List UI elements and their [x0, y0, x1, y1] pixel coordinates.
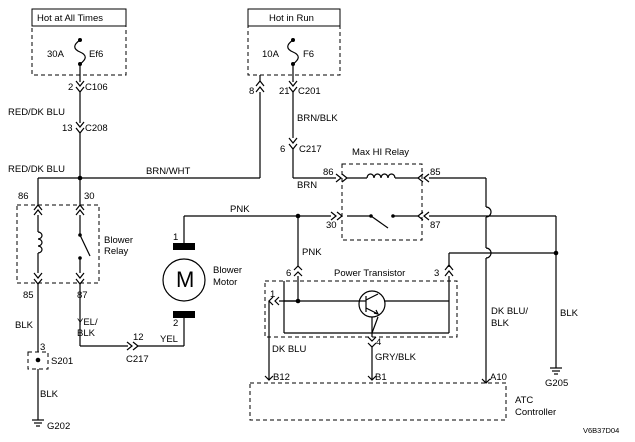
- max-hi-relay-label-bg: [350, 144, 418, 158]
- wire-gry-blk: GRY/BLK: [375, 352, 417, 363]
- blower-motor-pin-2: 2: [173, 318, 178, 329]
- connector-c217-bottom-label: C217: [126, 354, 149, 365]
- atc-controller-box: [249, 382, 507, 421]
- ground-g205-icon: [550, 367, 562, 375]
- blower-motor-symbol: M: [176, 267, 194, 292]
- wire-brn-blk: BRN/BLK: [297, 113, 338, 124]
- max-hi-relay-box: [341, 163, 423, 241]
- wire-blk-left-lower: BLK: [40, 389, 59, 400]
- connector-c208-pin: 13: [62, 123, 73, 134]
- connector-c208-symbol: [75, 121, 85, 134]
- fuse-ef6: [74, 38, 86, 66]
- blower-relay-label-2: Relay: [104, 246, 129, 257]
- power-transistor-symbol: [358, 290, 386, 318]
- atc-pin-b1: B1: [375, 372, 387, 383]
- wire-yel-blk-1: YEL/: [77, 317, 98, 328]
- fuse-block-left: [31, 25, 127, 76]
- connector-c201-label: C201: [298, 86, 321, 97]
- max-hi-relay-pin-30: 30: [326, 220, 337, 231]
- blower-relay-pin-86: 86: [18, 191, 29, 202]
- max-hi-relay-coil: [366, 173, 396, 179]
- wire-blk-left-upper: BLK: [15, 320, 34, 331]
- ground-g205-label: G205: [545, 378, 568, 389]
- connector-c217-bottom-symbol: [126, 341, 139, 351]
- hot-in-run-label: Hot in Run: [269, 13, 314, 24]
- blower-relay-coil: [37, 231, 43, 254]
- connector-c201-pin21-symbol: [288, 80, 298, 93]
- connector-c217-top-pin: 6: [280, 144, 285, 155]
- wire-brn: BRN: [297, 180, 317, 191]
- fuse-f6-name: F6: [303, 49, 314, 60]
- connector-c217-top-label: C217: [299, 144, 322, 155]
- fuse-ef6-name: Ef6: [89, 49, 103, 60]
- max-hi-relay-pin-85: 85: [430, 167, 441, 178]
- ground-g202-label: G202: [47, 421, 70, 432]
- connector-c201-pin-8: 8: [249, 86, 254, 97]
- splice-s201-label: S201: [51, 356, 73, 367]
- wire-yel-blk-2: BLK: [77, 328, 96, 339]
- connector-c201-pin-21: 21: [279, 86, 290, 97]
- wire-dk-blu: DK BLU: [272, 344, 306, 355]
- blower-relay-box: [16, 204, 100, 284]
- blower-relay-pin-30: 30: [84, 191, 95, 202]
- power-transistor-pin-6: 6: [286, 268, 291, 279]
- splice-s201-box: [27, 351, 49, 370]
- fuse-f6: [287, 38, 299, 66]
- max-hi-relay-switch: [370, 215, 389, 229]
- blower-motor-brush-top: [173, 243, 195, 250]
- blower-motor-pin-1: 1: [173, 232, 178, 243]
- fuse-f6-rating: 10A: [262, 49, 280, 60]
- power-transistor-box: [264, 280, 458, 338]
- atc-controller-label-1: ATC: [515, 395, 533, 406]
- fuse-ef6-rating: 30A: [47, 49, 65, 60]
- wire-brn-wht: BRN/WHT: [146, 166, 191, 177]
- connector-c201-pin8-symbol: [255, 80, 265, 93]
- splice-s201-pin: 3: [40, 342, 45, 353]
- blower-motor-label-1: Blower: [213, 265, 242, 276]
- hot-all-times-label-box: [31, 8, 127, 27]
- blower-relay-pin-87: 87: [77, 290, 88, 301]
- power-transistor-pin-1: 1: [270, 289, 275, 300]
- hot-all-times-label: Hot at All Times: [37, 13, 103, 24]
- blower-motor-brush-bottom: [173, 311, 195, 318]
- blower-relay-pin-85: 85: [23, 290, 34, 301]
- wire-blk-right: BLK: [560, 308, 579, 319]
- wire-dk-blu-blk-1: DK BLU/: [491, 306, 528, 317]
- max-hi-relay-pin-86: 86: [323, 167, 334, 178]
- wire-yel: YEL: [160, 334, 178, 345]
- blower-relay-switch: [79, 234, 91, 257]
- connector-c106-label: C106: [85, 82, 108, 93]
- connector-c217-bottom-pin: 12: [133, 332, 144, 343]
- blower-motor-body: [162, 258, 206, 302]
- atc-pin-a10: A10: [490, 372, 507, 383]
- fuse-block-right: [247, 25, 341, 76]
- power-transistor-pin-3: 3: [434, 268, 439, 279]
- blower-motor-label-2: Motor: [213, 277, 237, 288]
- wire-pnk-top: PNK: [230, 204, 250, 215]
- blower-relay-label-1: Blower: [104, 235, 133, 246]
- figure-id: V6B37D04: [583, 426, 619, 435]
- power-transistor-pin-4: 4: [376, 337, 381, 348]
- wire-dk-blu-blk-2: BLK: [491, 318, 510, 329]
- connector-c208-label: C208: [85, 123, 108, 134]
- ground-g202-icon: [32, 419, 44, 427]
- atc-controller-label-2: Controller: [515, 407, 556, 418]
- atc-pin-b12: B12: [273, 372, 290, 383]
- connector-c217-top-symbol: [288, 137, 298, 150]
- connector-c106-pin: 2: [68, 82, 73, 93]
- wire-red-dk-blu-lower: RED/DK BLU: [8, 164, 65, 175]
- max-hi-relay-pin-87: 87: [430, 220, 441, 231]
- max-hi-relay-label: Max HI Relay: [352, 147, 409, 158]
- connector-c106-symbol: [75, 80, 85, 93]
- wire-red-dk-blu-upper: RED/DK BLU: [8, 107, 65, 118]
- power-transistor-label: Power Transistor: [334, 268, 405, 279]
- wire-pnk-mid: PNK: [302, 247, 322, 258]
